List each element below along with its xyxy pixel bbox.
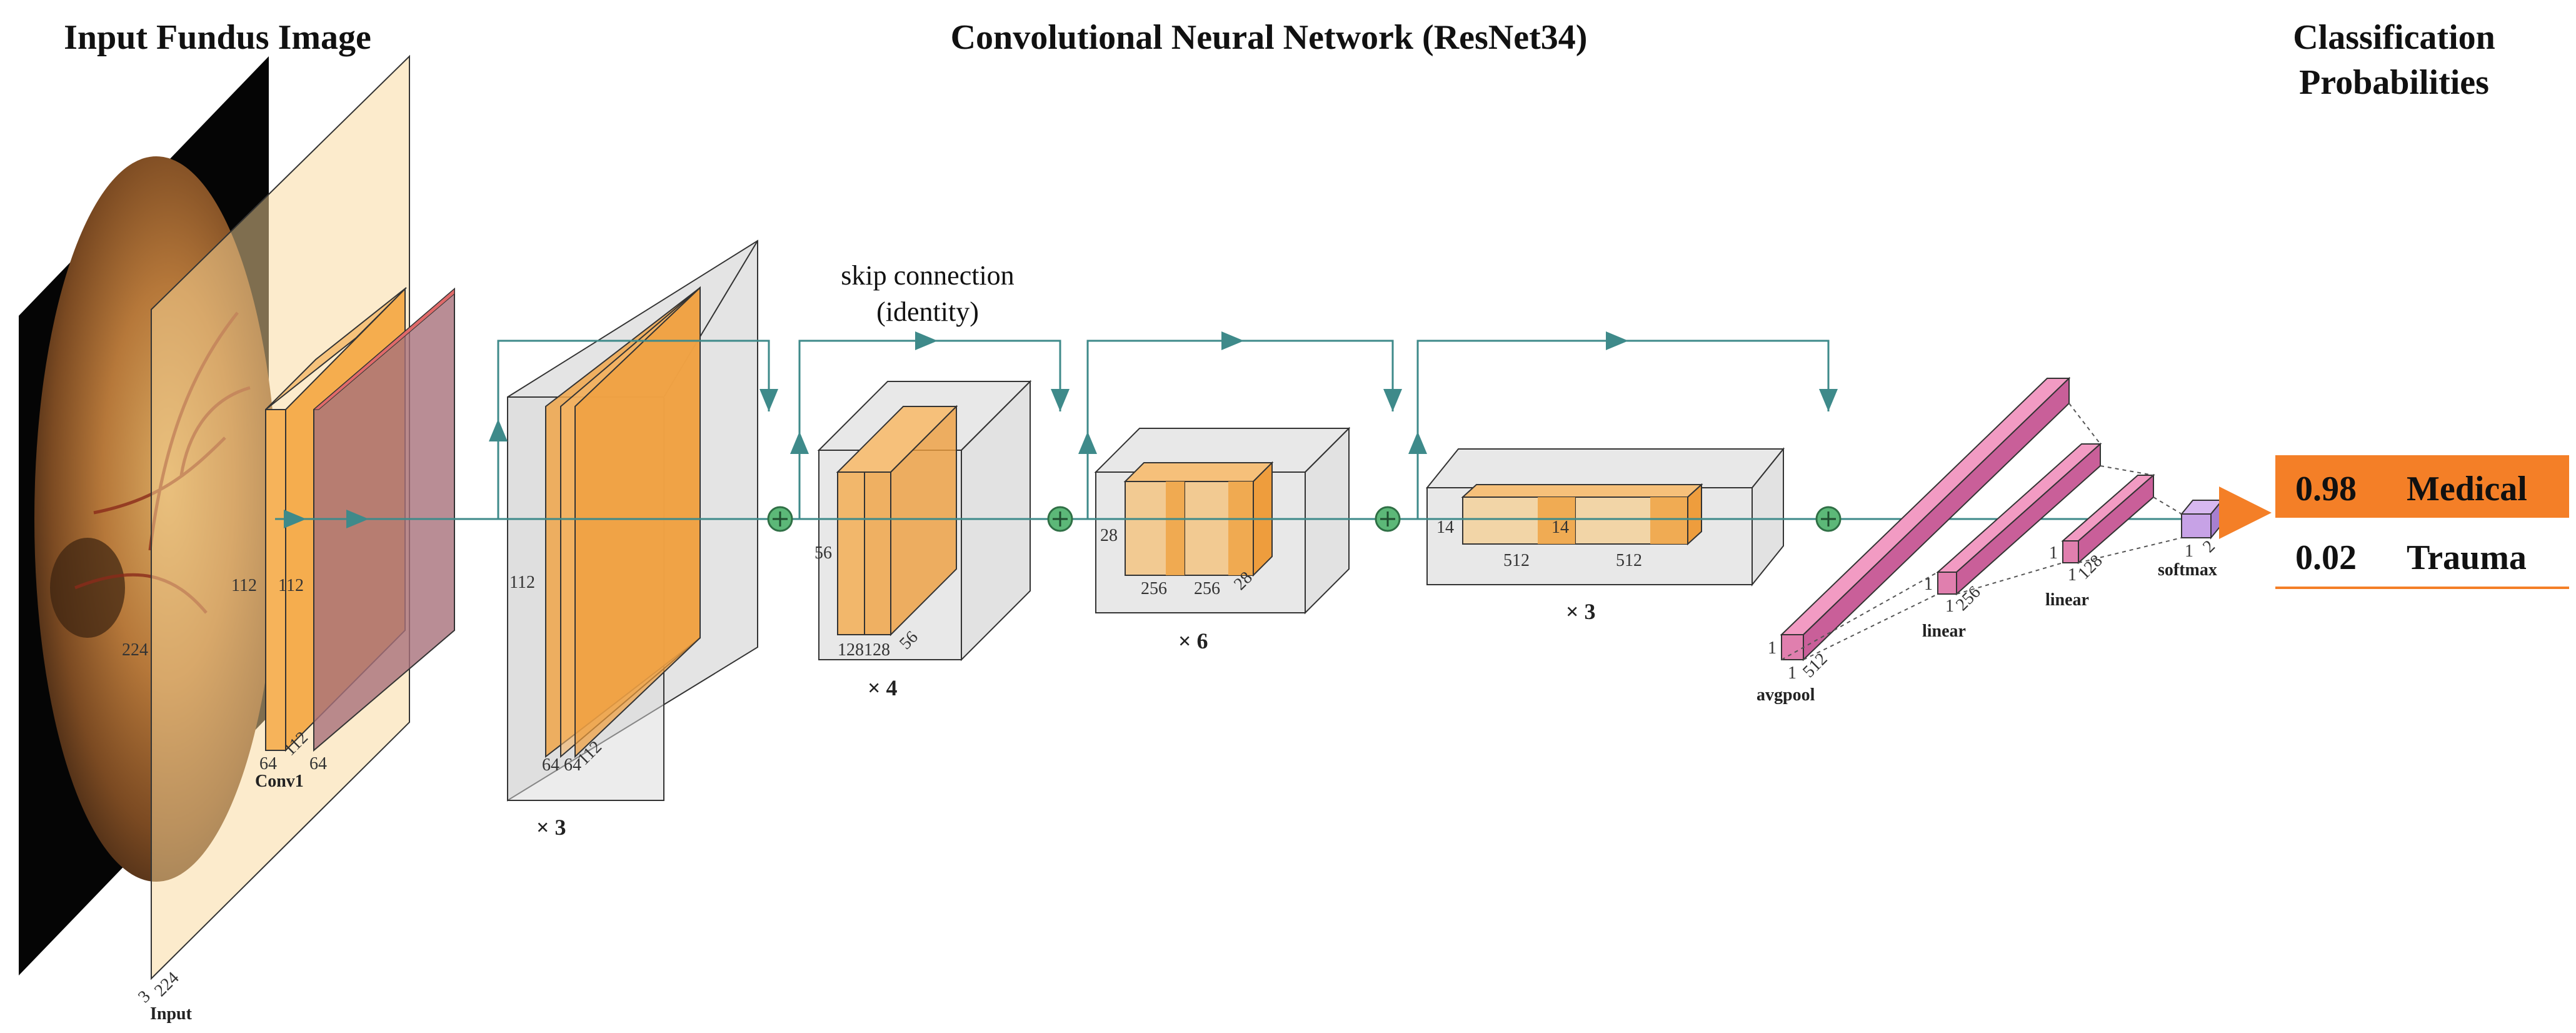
stage1-dim-c: 64 xyxy=(542,755,559,775)
stage3-dim-c2: 256 xyxy=(1194,579,1220,598)
stage4-block: 14 14 512 512 × 3 xyxy=(1425,447,1785,624)
probability-table: 0.98 Medical 0.02 Trauma xyxy=(2275,455,2569,589)
input-dim-height: 224 xyxy=(122,640,148,660)
add-node xyxy=(1375,506,1401,532)
linear2-label: linear xyxy=(2045,590,2089,610)
avgpool-dim-w: 1 xyxy=(1788,663,1797,683)
linear1-block: 1 1 256 linear xyxy=(1922,442,2102,641)
linear1-dim-w: 1 xyxy=(1945,597,1954,616)
skip-connection-label: skip connection xyxy=(841,260,1014,291)
softmax-dim-c: 2 xyxy=(2199,537,2219,557)
stage2-dim-c2: 128 xyxy=(864,640,890,660)
stage3-block: 28 256 256 28 × 6 xyxy=(1094,426,1351,653)
skip-connection-sublabel: (identity) xyxy=(876,296,979,327)
avgpool-label: avgpool xyxy=(1757,685,1815,705)
conv1-label: Conv1 xyxy=(255,772,304,791)
network-title: Convolutional Neural Network (ResNet34) xyxy=(951,18,1588,57)
add-node xyxy=(1047,506,1073,532)
linear2-dim-h: 1 xyxy=(2049,543,2058,563)
prob-value-medical: 0.98 xyxy=(2295,470,2357,508)
stage2-dim-c: 128 xyxy=(838,640,864,660)
output-title-line1: Classification xyxy=(2293,18,2495,57)
stage2-block: 56 128 128 56 × 4 xyxy=(814,380,1032,700)
input-title: Input Fundus Image xyxy=(64,18,371,57)
stage1-repeat: × 3 xyxy=(536,815,566,840)
prob-value-trauma: 0.02 xyxy=(2295,538,2357,577)
softmax-dim-w: 1 xyxy=(2185,542,2193,561)
conv1-dim-c: 64 xyxy=(259,754,277,773)
conv1-dim-c2: 64 xyxy=(309,754,327,773)
stage2-dim-h: 56 xyxy=(814,543,832,563)
stage4-dim-h2: 14 xyxy=(1551,518,1569,537)
softmax-label: softmax xyxy=(2158,560,2217,580)
fc-connectors xyxy=(1781,403,2182,660)
stage3-dim-h: 28 xyxy=(1100,526,1118,545)
conv1-dim-h2: 112 xyxy=(278,576,304,595)
avgpool-dim-h: 1 xyxy=(1768,638,1777,658)
avgpool-block: 1 1 512 avgpool xyxy=(1757,376,2071,705)
softmax-block: 1 2 softmax xyxy=(2158,498,2224,580)
input-label: Input xyxy=(150,1004,193,1024)
stage4-dim-c: 512 xyxy=(1503,551,1530,570)
stage1-block: 112 64 64 112 × 3 xyxy=(507,239,758,840)
stage3-repeat: × 6 xyxy=(1178,628,1208,653)
linear1-dim-h: 1 xyxy=(1924,575,1933,594)
conv1-dim-h: 112 xyxy=(231,576,257,595)
stage4-dim-c2: 512 xyxy=(1616,551,1642,570)
add-node xyxy=(767,506,793,532)
prob-label-trauma: Trauma xyxy=(2407,538,2527,577)
output-title-line2: Probabilities xyxy=(2299,63,2489,102)
stage3-dim-c: 256 xyxy=(1141,579,1167,598)
stage1-dim-c2: 64 xyxy=(564,755,581,775)
stage4-repeat: × 3 xyxy=(1566,599,1596,624)
prob-label-medical: Medical xyxy=(2407,470,2527,508)
linear2-dim-w: 1 xyxy=(2068,565,2077,585)
stage4-dim-h: 14 xyxy=(1436,518,1454,537)
stage1-dim-h: 112 xyxy=(509,573,535,592)
linear1-label: linear xyxy=(1922,622,1966,641)
prob-row-highlight xyxy=(2275,455,2569,518)
add-node xyxy=(1815,506,1842,532)
stage2-repeat: × 4 xyxy=(868,675,898,700)
